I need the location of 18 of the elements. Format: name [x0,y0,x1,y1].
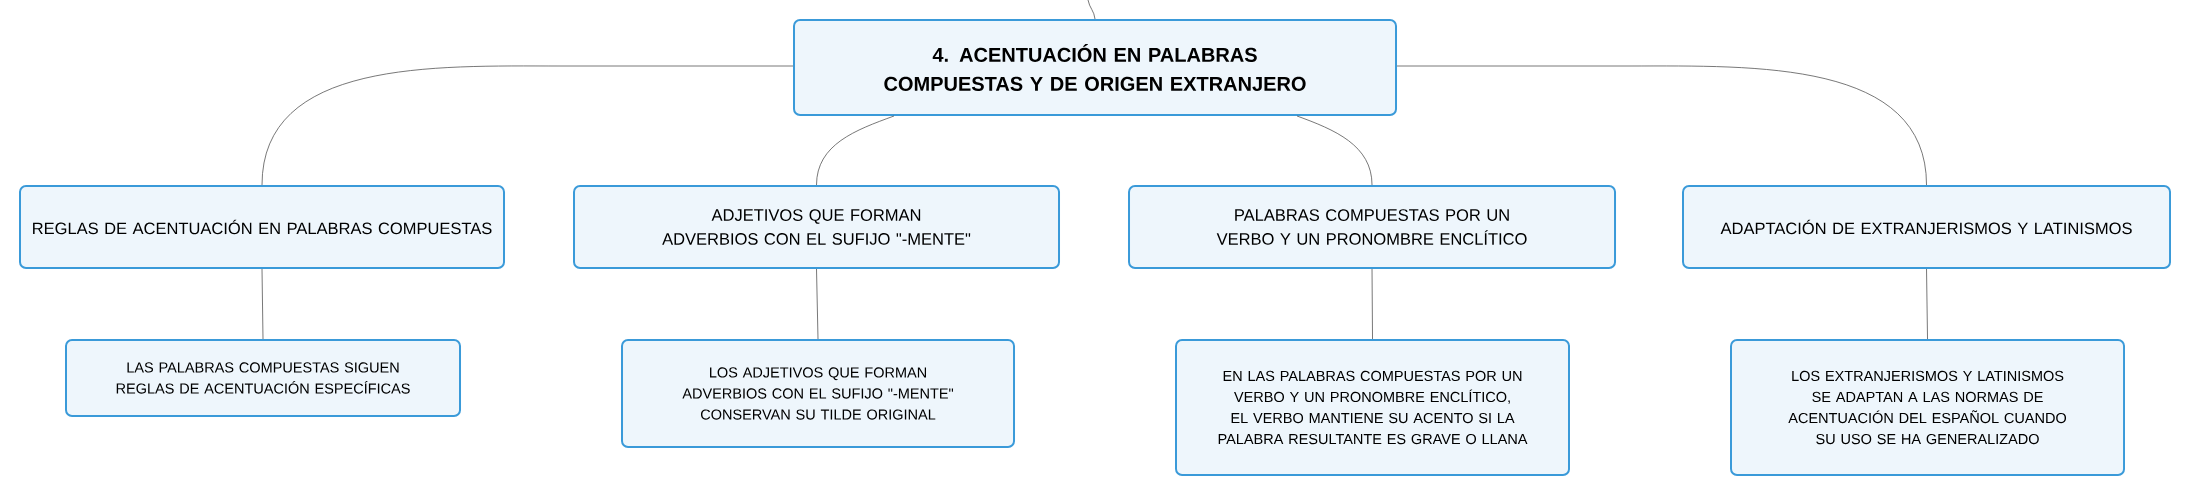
subtopic-box: REGLAS DE ACENTUACIÓN EN PALABRAS COMPUESTAS [19,185,505,269]
subtopic-box: ADAPTACIÓN DE EXTRANJERISMOS Y LATINISMOS [1682,185,2172,269]
connector-line [1926,268,1928,340]
subtopic-box: PALABRAS COMPUESTAS POR UN VERBO Y UN PRONOMBRE ENCLÍTICO [1128,185,1616,269]
connector-line [261,268,264,340]
subtopic-box: ADJETIVOS QUE FORMAN ADVERBIOS CON EL SUFIJO "-MENTE" [573,185,1060,269]
connector-line [1396,65,1927,186]
detail-box: LOS ADJETIVOS QUE FORMAN ADVERBIOS CON EL SUFIJO "-MENTE" CONSERVAN SU TILDE ORIGINAL [621,339,1015,448]
topic-box: 4. ACENTUACIÓN EN PALABRAS COMPUESTAS Y DE ORIGEN EXTRANJERO [793,19,1397,116]
connector-line [261,65,794,186]
connector-line [816,115,895,186]
connector-line [1087,0,1096,20]
connector-line [816,268,819,340]
connector-line [1296,115,1373,186]
detail-box: EN LAS PALABRAS COMPUESTAS POR UN VERBO Y UN PRONOMBRE ENCLÍTICO, EL VERBO MANTIENE SU ACENTO SI LA PALABRA RESULTANTE ES GRAVE O LLANA [1175,339,1570,476]
detail-box: LAS PALABRAS COMPUESTAS SIGUEN REGLAS DE ACENTUACIÓN ESPECÍFICAS [65,339,461,417]
detail-box: LOS EXTRANJERISMOS Y LATINISMOS SE ADAPTAN A LAS NORMAS DE ACENTUACIÓN DEL ESPAÑOL CUANDO SU USO SE HA GENERALIZADO [1730,339,2126,476]
connector-line [1371,268,1373,340]
